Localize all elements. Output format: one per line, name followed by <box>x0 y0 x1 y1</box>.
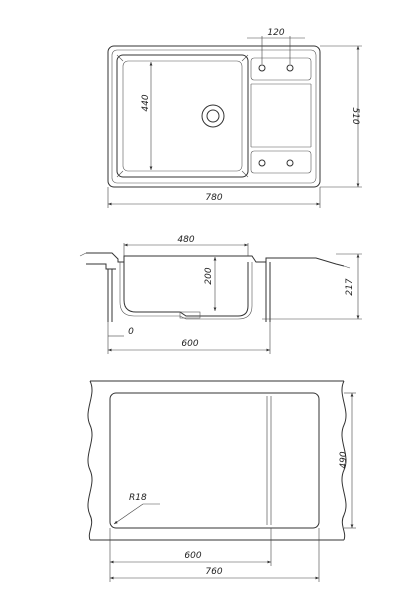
section-view: 480 200 217 0 600 <box>79 235 362 354</box>
drainer-top-pad <box>250 57 312 81</box>
dim-label-cabinet-width-bottom: 600 <box>184 551 201 561</box>
dim-label-bowl-width: 480 <box>177 235 194 245</box>
sink-rim <box>111 49 317 184</box>
dim-label-bowl-height: 200 <box>204 267 214 284</box>
bowl-corner-line <box>116 170 124 178</box>
bowl-profile-wall <box>119 262 253 320</box>
countertop-underside <box>86 263 116 270</box>
sink-outline <box>107 45 321 188</box>
dim-label-cabinet-width: 600 <box>181 339 198 349</box>
break-line-right <box>341 380 347 541</box>
tap-hole-icon <box>286 159 294 167</box>
drainer-bottom-pad <box>250 150 312 174</box>
dim-label-cutout-width: 760 <box>205 567 222 577</box>
dim-label-corner-radius: R18 <box>129 493 147 503</box>
dim-label-offset: 0 <box>128 327 134 337</box>
dim-label-total-width: 780 <box>205 193 222 203</box>
drain-outer-circle <box>201 104 225 128</box>
dim-label-drainer-spacing: 120 <box>267 28 284 38</box>
cutout-view: R18 490 600 760 <box>87 380 356 582</box>
countertop-profile <box>86 252 345 267</box>
tap-hole-icon <box>258 64 266 72</box>
top-view: 120 440 510 780 <box>107 28 362 208</box>
tap-hole-icon <box>286 64 294 72</box>
dim-label-total-depth: 510 <box>350 107 360 124</box>
bowl-outline <box>116 54 249 178</box>
tap-hole-icon <box>258 159 266 167</box>
bowl-corner-line <box>116 54 124 62</box>
dim-label-overall-height: 217 <box>345 278 355 295</box>
drain-fitting <box>179 311 201 319</box>
break-line-left <box>87 380 93 541</box>
bowl-corner-line <box>241 54 249 62</box>
dim-label-bowl-depth: 440 <box>141 94 151 111</box>
cutout-outline <box>109 392 320 529</box>
break-marks <box>79 252 351 269</box>
dim-leader-radius <box>113 503 144 525</box>
bowl-profile-outer <box>123 262 249 317</box>
bowl-inner <box>122 60 243 172</box>
drain-inner-circle <box>206 109 220 123</box>
bowl-corner-line <box>241 170 249 178</box>
dim-label-cutout-depth: 490 <box>339 451 349 468</box>
